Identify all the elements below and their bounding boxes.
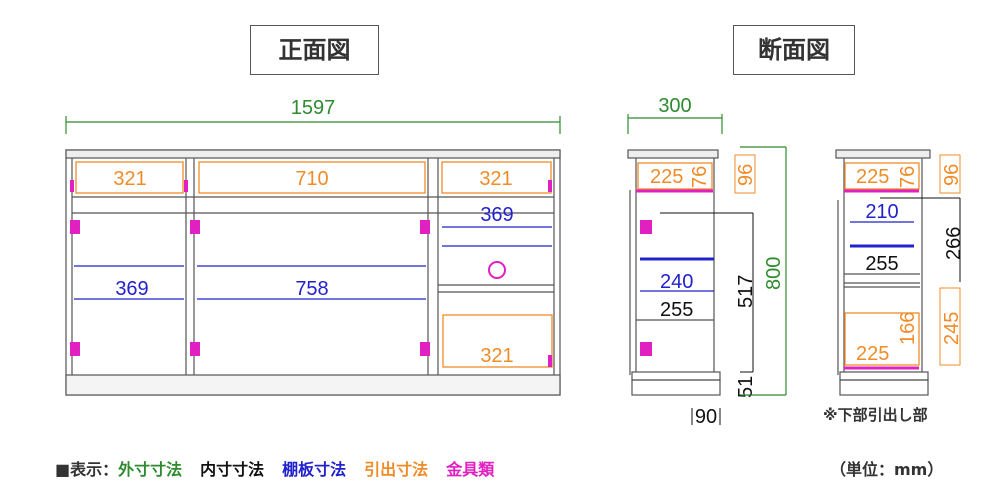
front-right-shelf-label: 369	[480, 204, 513, 226]
s1-drawer-height: 76	[689, 166, 711, 188]
front-width-dimension	[65, 116, 561, 134]
s2-shelf-depth: 210	[865, 201, 898, 223]
front-drawer-middle-label: 710	[295, 168, 328, 190]
section-view-1	[627, 149, 721, 396]
legend-prefix: ■表示：	[55, 460, 119, 479]
legend-inner: 内寸寸法	[200, 460, 265, 479]
s1-inner-depth: 255	[660, 299, 693, 321]
front-width-label: 1597	[291, 97, 336, 119]
front-drawer-left-label: 321	[113, 168, 146, 190]
s2-lower-drawer-height: 166	[897, 312, 919, 345]
s2-drawer-depth: 225	[856, 166, 889, 188]
hinge-icons	[70, 180, 552, 367]
legend-hardware: 金具類	[446, 460, 495, 479]
front-shelf-middle-label: 758	[295, 278, 328, 300]
front-view	[65, 149, 561, 396]
front-bottom-drawer-label: 321	[480, 345, 513, 367]
s2-inner-height: 266	[943, 227, 965, 260]
legend-outer: 外寸寸法	[118, 460, 183, 479]
s1-shelf-depth: 240	[660, 271, 693, 293]
hinge-icon	[640, 220, 652, 234]
front-drawer-right-label: 321	[479, 168, 512, 190]
s1-base-height: 51	[735, 376, 757, 398]
section-view-2	[835, 149, 931, 396]
s1-drawer-outer: 96	[735, 164, 757, 186]
legend-drawer: 引出寸法	[364, 460, 429, 479]
section-view-title: 断面図	[733, 25, 855, 75]
s2-lower-drawer-depth: 225	[856, 343, 889, 365]
front-view-title: 正面図	[250, 25, 379, 75]
s1-depth: 300	[658, 95, 691, 117]
front-shelves	[74, 226, 552, 300]
s1-total-height: 800	[763, 257, 785, 290]
unit-label: （単位：mm）	[830, 460, 944, 479]
front-shelf-left-label: 369	[115, 278, 148, 300]
lower-drawer-note: ※下部引出し部	[823, 406, 928, 424]
s1-inner-height: 517	[735, 275, 757, 308]
s2-inner-depth: 255	[865, 253, 898, 275]
s2-lower-drawer-outer: 245	[941, 312, 963, 345]
s1-base-depth: 90	[695, 406, 717, 428]
s2-drawer-outer: 96	[941, 164, 963, 186]
hinge-icon	[640, 342, 652, 356]
legend-shelf: 棚板寸法	[282, 460, 347, 479]
legend: ■表示：外寸寸法内寸寸法棚板寸法引出寸法金具類	[55, 456, 512, 480]
s2-drawer-height: 76	[897, 166, 919, 188]
s1-drawer-depth: 225	[650, 166, 683, 188]
front-drawer-outlines	[75, 161, 553, 368]
knob-icon	[488, 261, 506, 279]
